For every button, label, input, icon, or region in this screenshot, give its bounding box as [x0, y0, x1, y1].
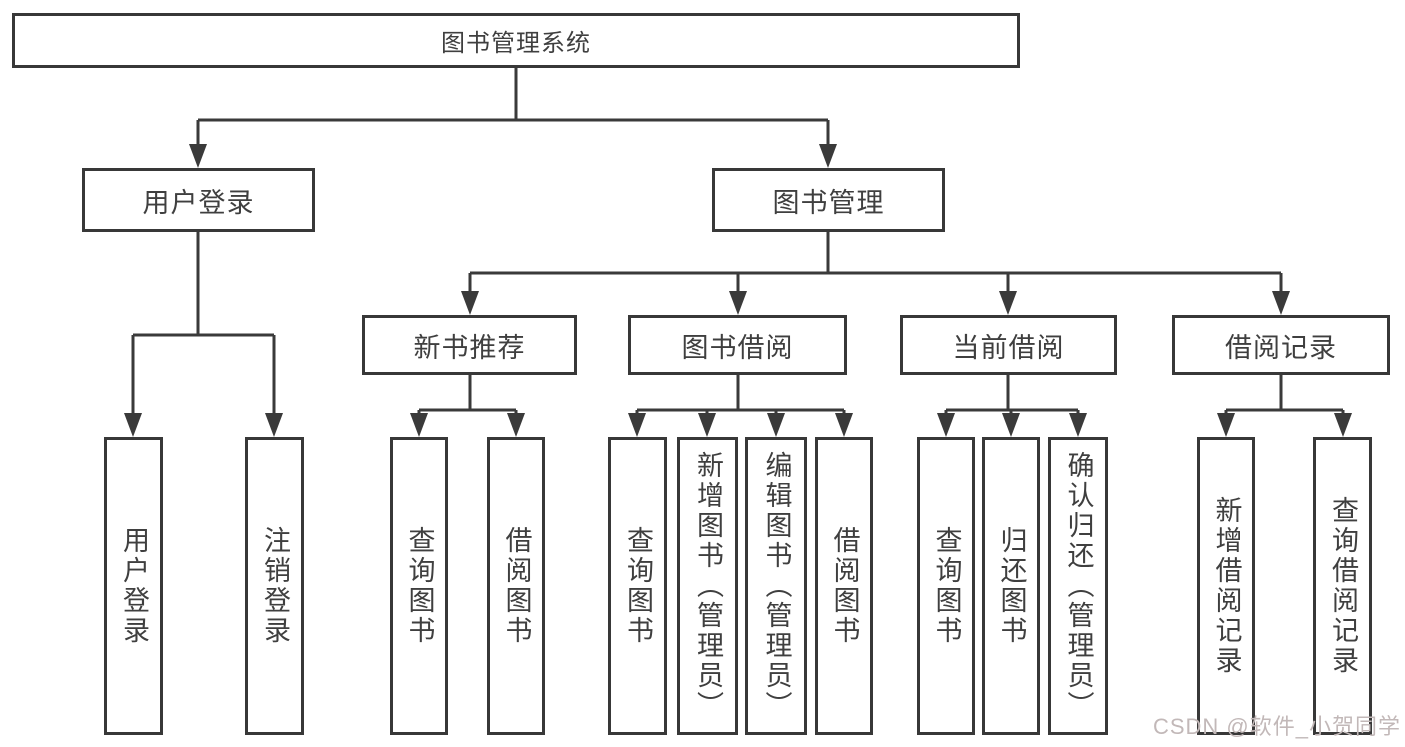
- leaf-add-borrow-record-label: 新增借阅记录: [1211, 496, 1242, 676]
- leaf-edit-book-admin: 编辑图书（管理员）: [745, 437, 807, 735]
- node-new-book-recommend: 新书推荐: [362, 315, 577, 375]
- node-new-book-recommend-label: 新书推荐: [413, 332, 526, 363]
- leaf-query-books-recommend-label: 查询图书: [404, 526, 435, 646]
- leaf-confirm-return-admin: 确认归还（管理员）: [1048, 437, 1108, 735]
- leaf-query-books-current-label: 查询图书: [931, 526, 962, 646]
- leaf-edit-book-admin-label: 编辑图书（管理员）: [761, 451, 792, 721]
- leaf-query-books-current: 查询图书: [917, 437, 975, 735]
- leaf-query-borrow-record: 查询借阅记录: [1313, 437, 1372, 735]
- node-book-management-label: 图书管理: [772, 187, 885, 218]
- leaf-borrow-books: 借阅图书: [815, 437, 873, 735]
- watermark: CSDN @软件_小贺同学: [1152, 714, 1401, 739]
- node-book-borrow: 图书借阅: [628, 315, 847, 375]
- node-current-borrow: 当前借阅: [900, 315, 1117, 375]
- leaf-borrow-books-label: 借阅图书: [829, 526, 860, 646]
- leaf-confirm-return-admin-label: 确认归还（管理员）: [1063, 451, 1094, 721]
- leaf-add-book-admin-label: 新增图书（管理员）: [693, 451, 723, 721]
- node-root-label: 图书管理系统: [441, 30, 591, 57]
- leaf-query-borrow-record-label: 查询借阅记录: [1328, 496, 1358, 676]
- leaf-query-books-borrow-label: 查询图书: [623, 526, 653, 646]
- leaf-return-book: 归还图书: [982, 437, 1040, 735]
- node-root: 图书管理系统: [12, 13, 1020, 68]
- leaf-add-book-admin: 新增图书（管理员）: [677, 437, 738, 735]
- node-book-management: 图书管理: [712, 168, 945, 232]
- leaf-query-books-borrow: 查询图书: [608, 437, 667, 735]
- node-borrow-records: 借阅记录: [1172, 315, 1390, 375]
- leaf-borrow-books-recommend-label: 借阅图书: [501, 526, 532, 646]
- node-user-login: 用户登录: [82, 168, 315, 232]
- leaf-user-login-label: 用户登录: [119, 526, 149, 646]
- leaf-borrow-books-recommend: 借阅图书: [487, 437, 545, 735]
- leaf-user-login: 用户登录: [104, 437, 163, 735]
- leaf-return-book-label: 归还图书: [996, 526, 1027, 646]
- node-borrow-records-label: 借阅记录: [1225, 332, 1337, 363]
- leaf-add-borrow-record: 新增借阅记录: [1197, 437, 1255, 735]
- leaf-logout-label: 注销登录: [260, 526, 290, 646]
- leaf-logout: 注销登录: [245, 437, 304, 735]
- leaf-query-books-recommend: 查询图书: [390, 437, 448, 735]
- node-book-borrow-label: 图书借阅: [681, 332, 794, 363]
- node-user-login-label: 用户登录: [142, 187, 255, 218]
- node-current-borrow-label: 当前借阅: [952, 332, 1065, 363]
